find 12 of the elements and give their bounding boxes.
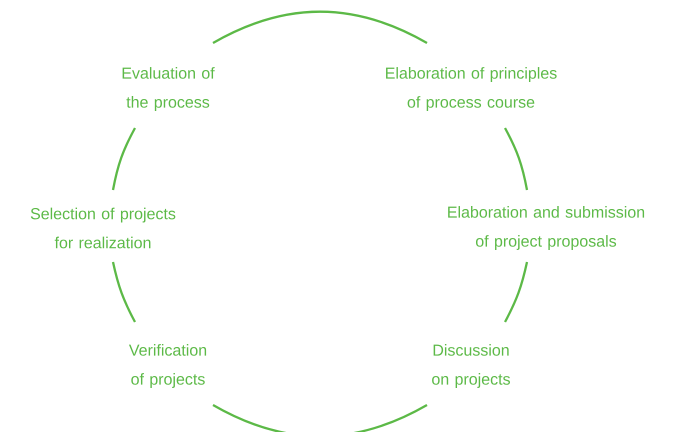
arc-connector xyxy=(504,262,528,323)
arc-connector xyxy=(112,127,136,190)
step-label: Elaboration of principles of process course xyxy=(386,67,557,111)
arc-connector xyxy=(212,10,428,44)
step-label: Elaboration and submission of project proposals xyxy=(448,206,644,250)
step-label: Selection of projects for realization xyxy=(30,208,176,248)
arc-connector xyxy=(504,127,528,190)
arc-connector xyxy=(112,262,136,323)
step-label: Discussion on projects xyxy=(432,344,510,388)
arc-connector xyxy=(212,404,428,432)
step-label: Evaluation of the process xyxy=(122,67,215,111)
step-label: Verification of projects xyxy=(128,344,206,388)
